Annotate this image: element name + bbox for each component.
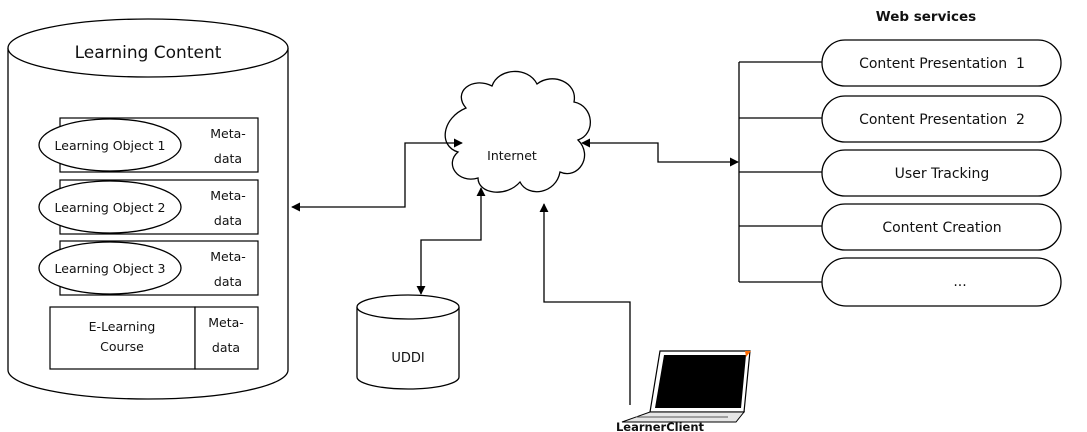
meta-box (194, 306, 259, 370)
web-service-user-tracking: User Tracking (739, 149, 1062, 197)
web-service-content-presentation-1: Content Presentation 1 (739, 39, 1062, 87)
repository-title: Learning Content (75, 43, 222, 63)
uddi-registry: UDDI (356, 294, 460, 390)
uddi-cylinder-top (356, 294, 460, 320)
web-service-more: ... (739, 257, 1062, 307)
course-box (49, 306, 196, 370)
service-pill (821, 203, 1062, 251)
meta-label-line2: data (214, 151, 242, 166)
course-label-line2: Course (100, 339, 144, 354)
learning-object-ellipse (38, 180, 182, 234)
e-learning-course: E-Learning Course Meta- data (49, 306, 259, 370)
internet-label: Internet (487, 148, 537, 163)
web-services: Web services Content Presentation 1 Cont… (738, 9, 1062, 307)
course-label-line1: E-Learning (89, 319, 156, 334)
service-label: Content Presentation 2 (859, 112, 1025, 128)
learner-client-label: LearnerClient (616, 420, 705, 432)
service-label: ... (953, 274, 966, 290)
meta-label-line1: Meta- (210, 249, 246, 264)
service-label: Content Creation (882, 220, 1001, 236)
web-service-content-creation: Content Creation (739, 203, 1062, 251)
service-pill (821, 39, 1062, 87)
laptop-icon (621, 350, 751, 423)
internet-webservices-arrow (581, 138, 739, 167)
web-services-title: Web services (876, 9, 976, 25)
service-pill (821, 257, 1062, 307)
uddi-internet-arrow (416, 187, 486, 295)
learner-client: LearnerClient (616, 350, 751, 432)
learning-object-2: Learning Object 2 Meta- data (38, 179, 259, 235)
learning-object-label: Learning Object 3 (55, 261, 166, 276)
learning-object-label: Learning Object 1 (55, 138, 166, 153)
repository-internet-arrow (291, 138, 463, 212)
meta-label-line2: data (214, 213, 242, 228)
learning-object-label: Learning Object 2 (55, 200, 166, 215)
learning-object-ellipse (38, 118, 182, 172)
web-service-content-presentation-2: Content Presentation 2 (739, 95, 1062, 143)
learning-object-3: Learning Object 3 Meta- data (38, 240, 259, 296)
service-label: User Tracking (895, 166, 990, 182)
repository-cylinder-top (7, 18, 289, 78)
uddi-cylinder-body (356, 307, 460, 390)
meta-label-line1: Meta- (210, 188, 246, 203)
meta-label-line1: Meta- (208, 315, 244, 330)
meta-label-line2: data (212, 340, 240, 355)
uddi-label: UDDI (391, 351, 424, 366)
learner-internet-arrow (539, 203, 631, 405)
learning-object-ellipse (38, 241, 182, 295)
cloud-shape (444, 70, 591, 193)
learning-content-repository: Learning Content Learning Object 1 Meta-… (7, 18, 289, 400)
service-pill (821, 95, 1062, 143)
learning-object-1: Learning Object 1 Meta- data (38, 117, 259, 173)
meta-label-line2: data (214, 274, 242, 289)
service-label: Content Presentation 1 (859, 56, 1025, 72)
internet-cloud: Internet (444, 70, 591, 193)
service-pill (821, 149, 1062, 197)
meta-label-line1: Meta- (210, 126, 246, 141)
